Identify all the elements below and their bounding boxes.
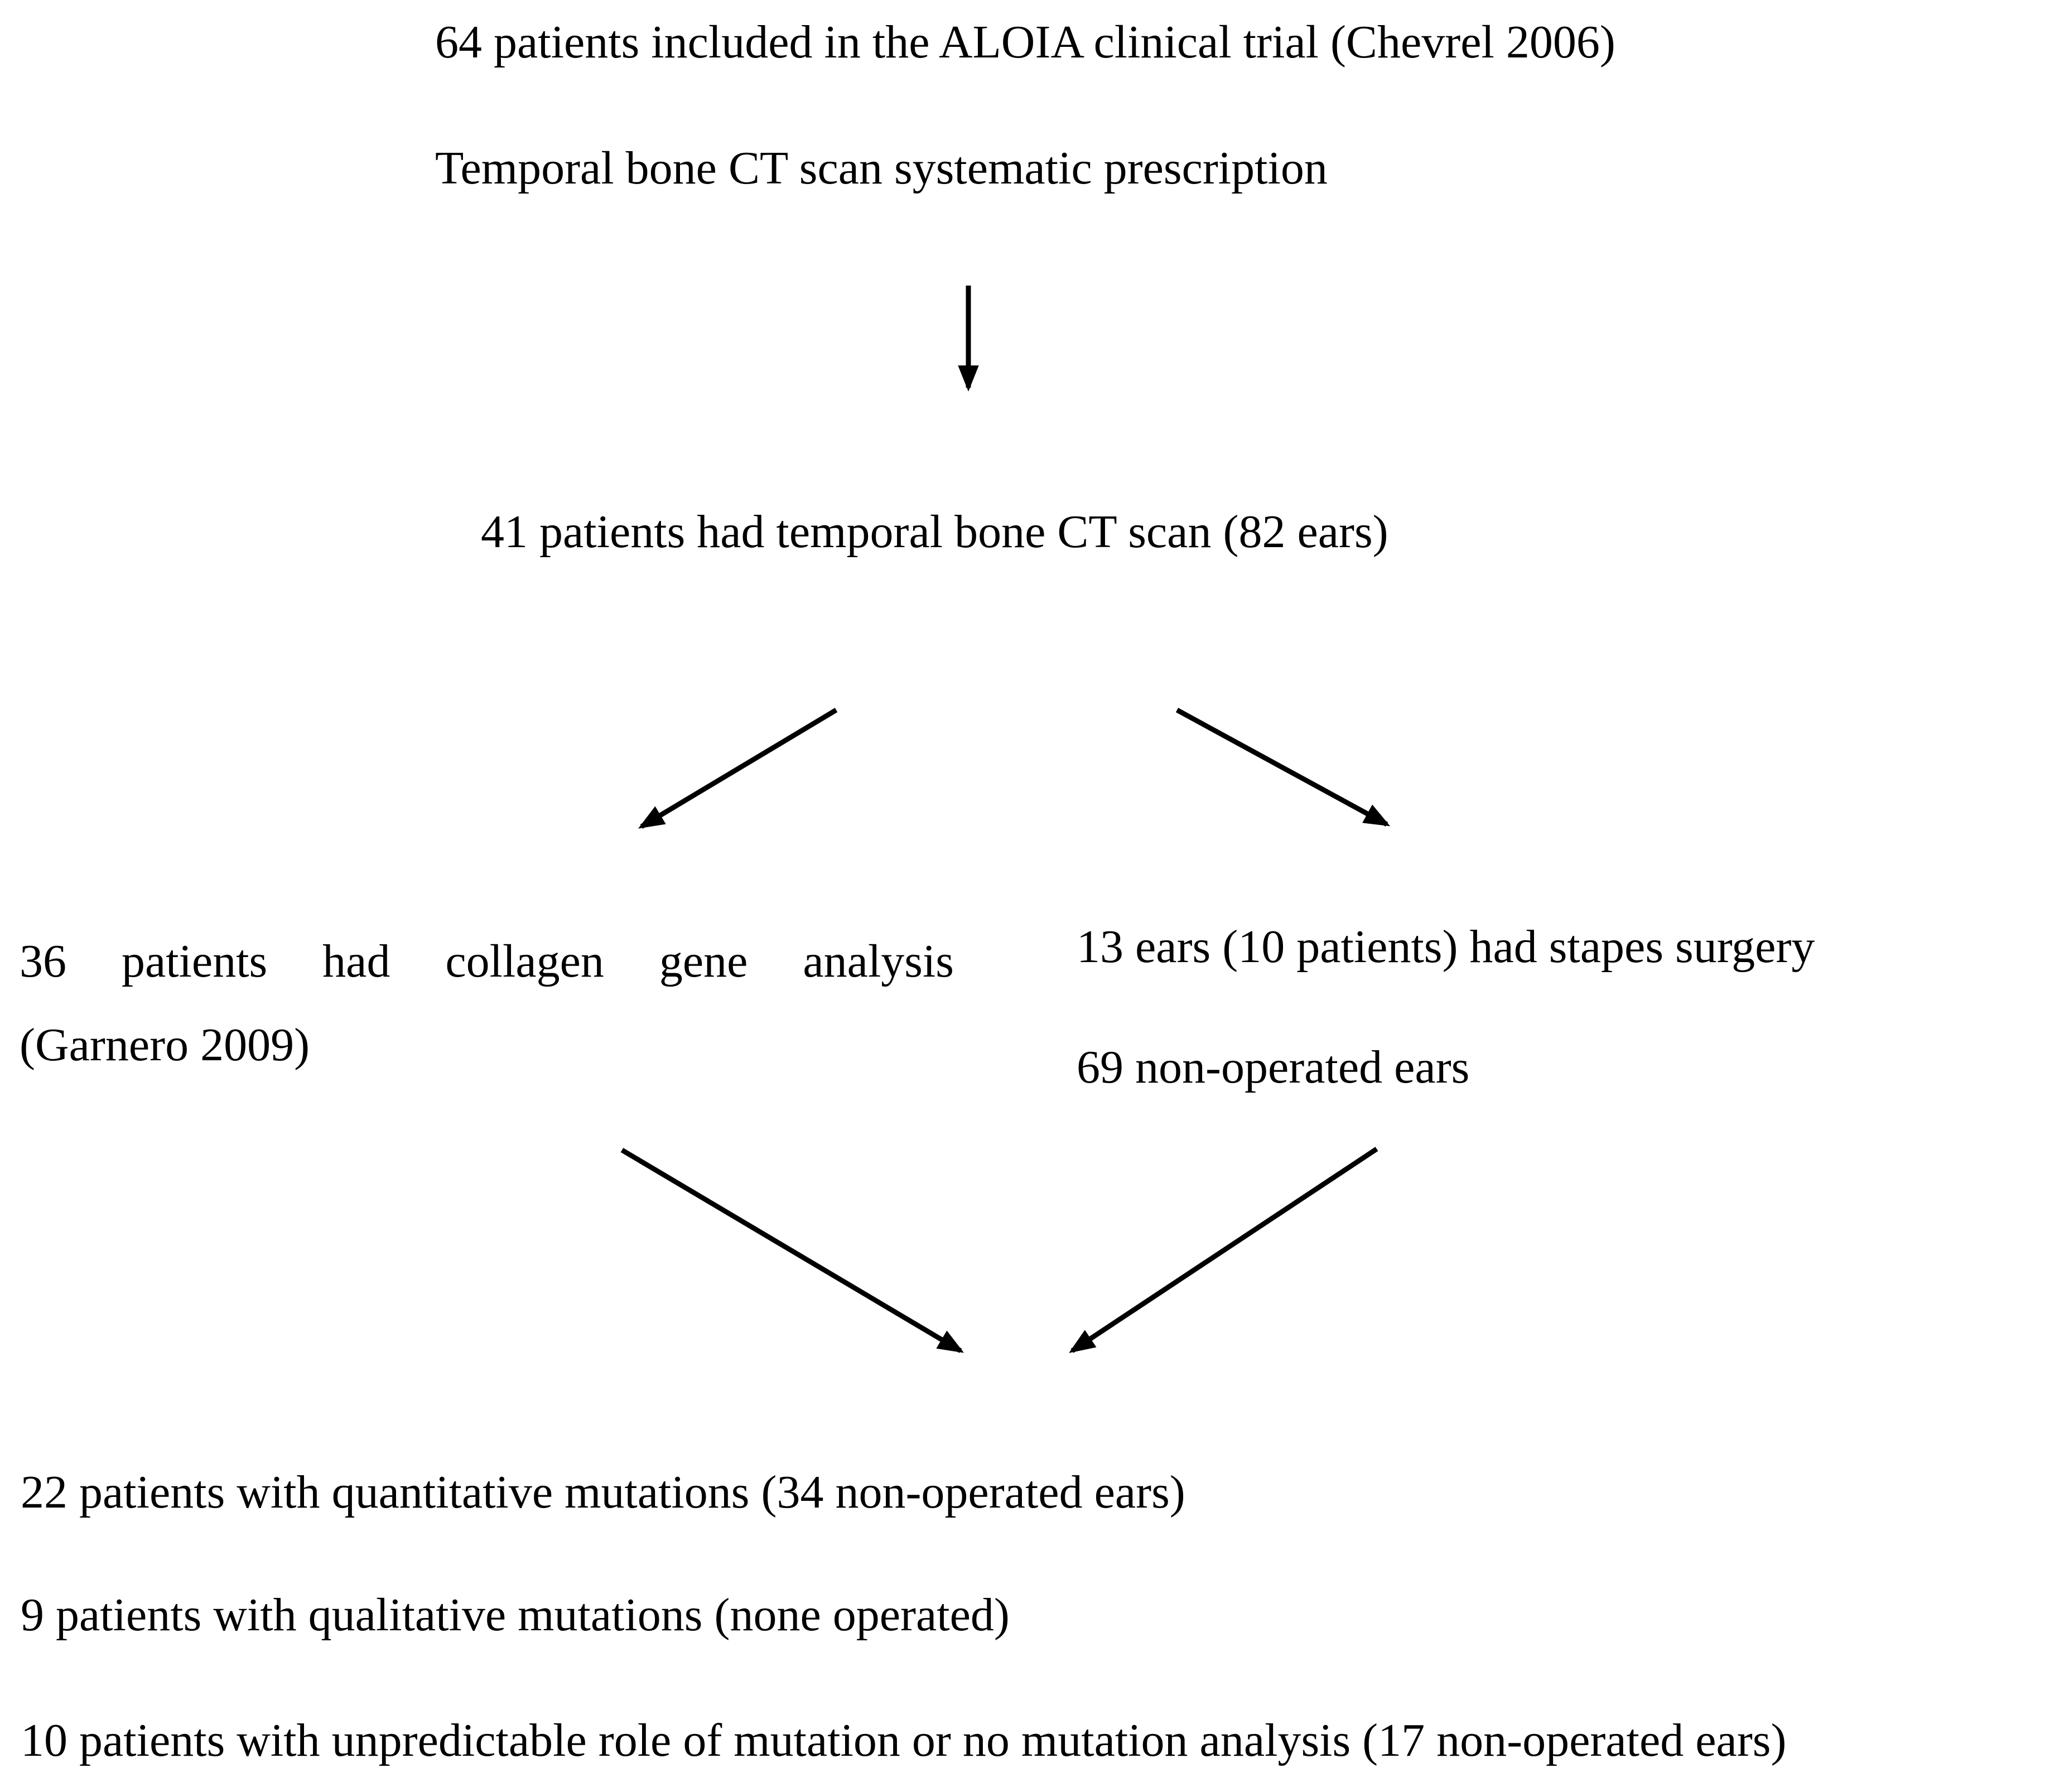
qualitative-mutations-text: 9 patients with qualitative mutations (n… — [21, 1589, 1010, 1641]
ct-prescription-text: Temporal bone CT scan systematic prescri… — [435, 142, 1328, 194]
unpredictable-mutation-text: 10 patients with unpredictable role of m… — [21, 1714, 1787, 1766]
quantitative-mutations-text: 22 patients with quantitative mutations … — [21, 1466, 1185, 1518]
gene-analysis-ref-text: (Garnero 2009) — [20, 1019, 310, 1071]
left-branch-arrow — [638, 708, 838, 829]
non-operated-ears-text: 69 non-operated ears — [1077, 1041, 1470, 1093]
right-merge-arrow — [1069, 1147, 1378, 1353]
left-merge-arrow — [620, 1148, 964, 1353]
right-branch-arrow — [1175, 708, 1391, 827]
gene-analysis-text: 36 patients had collagen gene analysis — [20, 935, 954, 987]
ct-scan-result-text: 41 patients had temporal bone CT scan (8… — [481, 506, 1388, 558]
trial-inclusion-text: 64 patients included in the ALOIA clinic… — [435, 16, 1615, 68]
stapes-surgery-text: 13 ears (10 patients) had stapes surgery — [1077, 921, 1815, 973]
